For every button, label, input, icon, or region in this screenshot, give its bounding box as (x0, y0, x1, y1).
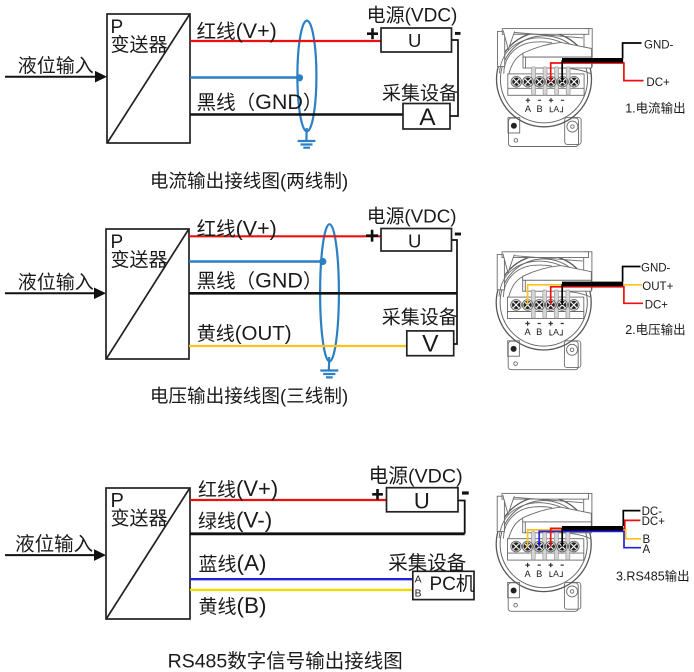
svg-text:液位输入: 液位输入 (18, 271, 94, 293)
svg-text:变送器: 变送器 (111, 249, 168, 271)
svg-text:变送器: 变送器 (111, 34, 168, 56)
svg-text:PC机: PC机 (430, 573, 475, 595)
svg-text:U: U (408, 230, 421, 251)
svg-text:绿线(V-): 绿线(V-) (198, 508, 272, 533)
svg-text:蓝线(A): 蓝线(A) (199, 551, 267, 576)
svg-text:DC+: DC+ (646, 77, 670, 89)
svg-text:液位输入: 液位输入 (18, 55, 94, 77)
svg-text:电源(VDC): 电源(VDC) (367, 5, 458, 27)
svg-text:DC+: DC+ (645, 299, 669, 311)
svg-text:黑线（GND）: 黑线（GND） (197, 269, 323, 293)
svg-text:红线(V+): 红线(V+) (197, 217, 277, 241)
svg-text:B: B (643, 534, 651, 546)
svg-text:P: P (111, 17, 124, 38)
svg-text:电压输出接线图(三线制): 电压输出接线图(三线制) (150, 386, 348, 407)
svg-text:B: B (415, 589, 422, 600)
svg-text:电流输出接线图(两线制): 电流输出接线图(两线制) (150, 170, 348, 191)
svg-text:电源(VDC): 电源(VDC) (367, 205, 457, 226)
svg-text:采集设备: 采集设备 (388, 553, 466, 575)
svg-text:采集设备: 采集设备 (382, 307, 458, 329)
svg-text:A: A (643, 544, 651, 556)
svg-text:电源(VDC): 电源(VDC) (369, 465, 463, 487)
svg-text:黄线(B): 黄线(B) (199, 593, 267, 618)
svg-text:DC+: DC+ (642, 516, 666, 528)
svg-text:GND-: GND- (641, 263, 671, 275)
svg-text:黑线（GND）: 黑线（GND） (197, 90, 323, 114)
svg-text:变送器: 变送器 (111, 508, 168, 530)
svg-text:P: P (111, 232, 124, 253)
svg-text:U: U (408, 30, 421, 51)
svg-text:V: V (422, 331, 439, 358)
svg-text:采集设备: 采集设备 (382, 82, 458, 104)
svg-text:U: U (414, 488, 430, 513)
svg-text:GND-: GND- (644, 39, 674, 51)
svg-text:3.RS485输出: 3.RS485输出 (616, 569, 690, 584)
svg-text:1.电流输出: 1.电流输出 (625, 101, 685, 116)
svg-text:A: A (415, 574, 422, 585)
svg-text:2.电压输出: 2.电压输出 (625, 322, 685, 337)
svg-text:黄线(OUT): 黄线(OUT) (197, 322, 292, 345)
svg-text:液位输入: 液位输入 (15, 533, 93, 555)
svg-text:红线(V+): 红线(V+) (198, 476, 278, 501)
svg-text:DC-: DC- (642, 506, 663, 518)
svg-text:RS485数字信号输出接线图: RS485数字信号输出接线图 (168, 650, 403, 672)
svg-text:A: A (419, 104, 436, 131)
svg-text:P: P (111, 490, 124, 512)
svg-text:红线(V+): 红线(V+) (197, 19, 277, 43)
svg-text:OUT+: OUT+ (642, 281, 673, 293)
